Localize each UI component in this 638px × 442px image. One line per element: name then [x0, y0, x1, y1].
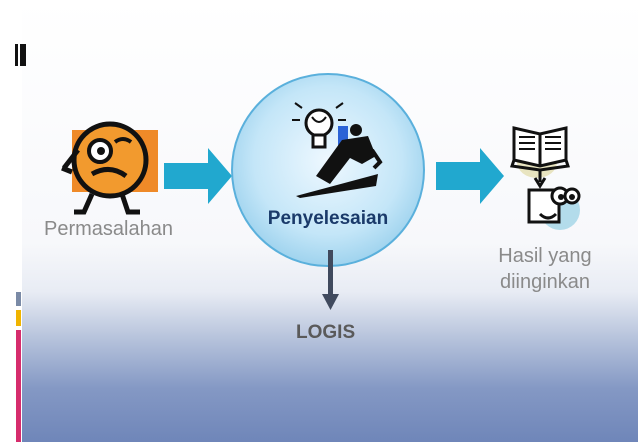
flow-arrow-2 — [436, 148, 504, 204]
accent-bar-yellow — [16, 310, 21, 326]
input-label: Permasalahan — [44, 218, 173, 240]
corner-mark — [15, 44, 18, 66]
output-label: Hasil yang diinginkan — [490, 243, 600, 295]
accent-bar-gray — [16, 292, 21, 306]
lightbulb-businessman-icon — [292, 102, 383, 198]
accent-bar-pink — [16, 330, 21, 442]
worried-face-icon — [61, 121, 158, 215]
flow-arrow-1 — [164, 148, 232, 204]
small-down-arrow — [533, 170, 547, 189]
output-label-line1: Hasil yang — [498, 245, 592, 267]
output-label-line2: diinginkan — [499, 271, 591, 293]
process-label: Penyelesaian — [267, 208, 389, 229]
open-book-icon — [510, 126, 570, 178]
down-arrow — [322, 250, 339, 310]
thinking-person-icon — [527, 186, 581, 230]
downstream-label: LOGIS — [296, 322, 356, 343]
corner-mark — [20, 44, 26, 66]
